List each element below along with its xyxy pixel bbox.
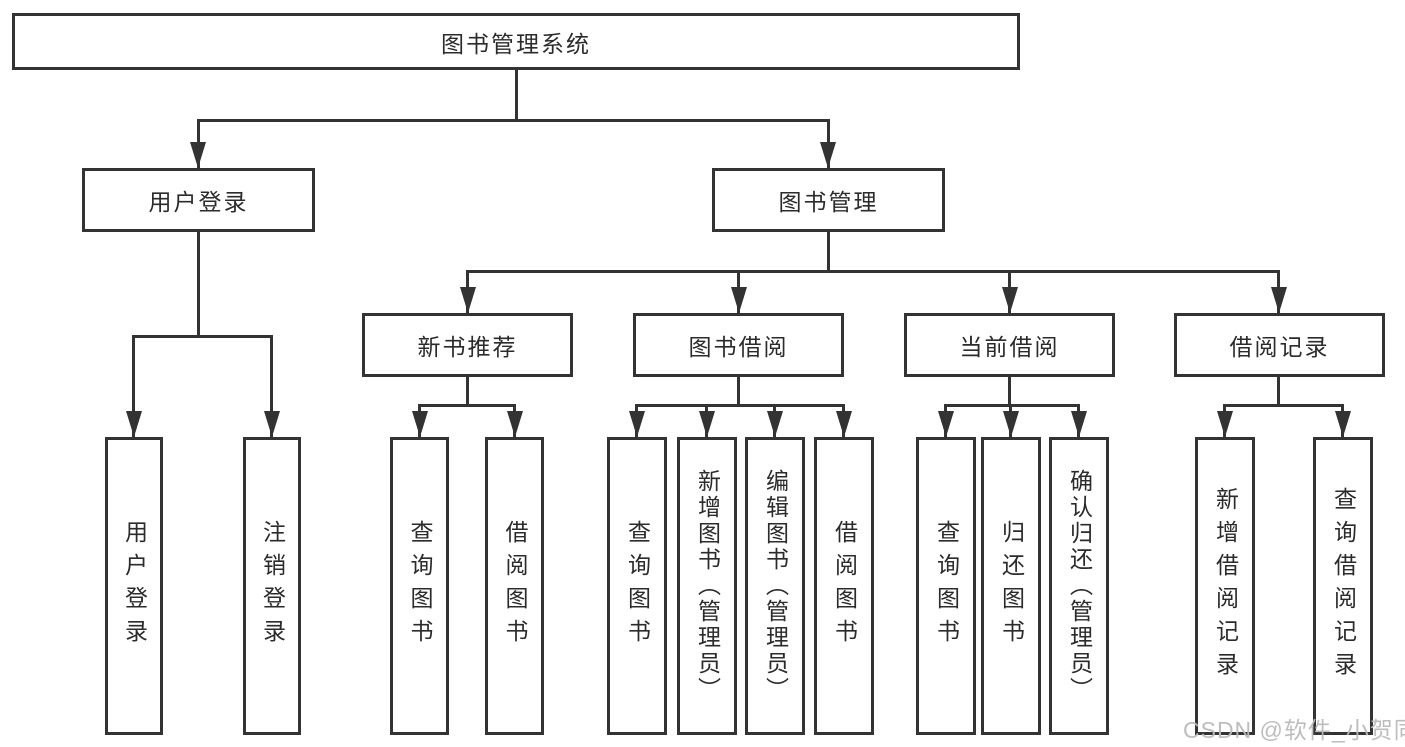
- node-new-book-recommend-label: 新书推荐: [417, 334, 518, 360]
- connector-new-book-stem: [466, 377, 469, 405]
- arrow-down-icon: [507, 411, 523, 437]
- arrow-down-icon: [126, 411, 142, 437]
- arrow-down-icon: [1271, 287, 1287, 313]
- connector-book-borrow-stem: [737, 377, 740, 405]
- connector-borrow-records-stem: [1277, 377, 1280, 405]
- node-leaf-query-borrow-record-label: 查询借阅记录: [1330, 487, 1357, 685]
- node-book-management: 图书管理: [712, 168, 945, 232]
- node-leaf-query-books-1: 查询图书: [390, 437, 449, 735]
- node-root: 图书管理系统: [12, 13, 1020, 70]
- connector-user-login-drop-1: [132, 335, 135, 437]
- connector-borrow-records-rail: [1223, 404, 1344, 407]
- node-leaf-user-login-label: 用户登录: [121, 520, 148, 652]
- node-leaf-logout-label: 注销登录: [259, 520, 286, 652]
- node-leaf-add-borrow-record: 新增借阅记录: [1195, 437, 1255, 735]
- connector-current-borrow-stem: [1008, 377, 1011, 405]
- node-leaf-add-books-admin-label: 新增图书（管理员）: [694, 469, 721, 703]
- connector-user-login-rail: [132, 335, 273, 338]
- node-new-book-recommend: 新书推荐: [362, 313, 573, 377]
- node-leaf-query-books-3: 查询图书: [916, 437, 976, 735]
- node-leaf-confirm-return-admin-label: 确认归还（管理员）: [1066, 469, 1093, 703]
- arrow-down-icon: [412, 411, 428, 437]
- csdn-watermark: CSDN @软件_小贺同学: [1183, 717, 1405, 743]
- node-book-borrow-label: 图书借阅: [688, 334, 789, 360]
- node-current-borrow-label: 当前借阅: [959, 334, 1060, 360]
- node-root-label: 图书管理系统: [441, 30, 591, 57]
- arrow-down-icon: [1335, 411, 1351, 437]
- node-leaf-edit-books-admin: 编辑图书（管理员）: [745, 437, 805, 735]
- node-leaf-borrow-books-1-label: 借阅图书: [502, 520, 528, 652]
- node-leaf-user-login: 用户登录: [105, 437, 163, 735]
- node-leaf-return-books: 归还图书: [981, 437, 1041, 735]
- arrow-down-icon: [767, 411, 783, 437]
- node-leaf-query-books-2: 查询图书: [607, 437, 667, 735]
- node-borrow-records-label: 借阅记录: [1229, 334, 1330, 360]
- node-leaf-add-books-admin: 新增图书（管理员）: [677, 437, 737, 735]
- connector-new-book-rail: [418, 404, 516, 407]
- arrow-down-icon: [190, 142, 206, 168]
- connector-current-borrow-rail: [944, 404, 1080, 407]
- node-user-login-label: 用户登录: [148, 189, 249, 215]
- arrow-down-icon: [1071, 411, 1087, 437]
- arrow-down-icon: [731, 287, 747, 313]
- connector-book-management-rail: [466, 270, 1280, 273]
- connector-root-rail: [197, 119, 830, 122]
- arrow-down-icon: [629, 411, 645, 437]
- node-borrow-records: 借阅记录: [1174, 313, 1385, 377]
- node-leaf-return-books-label: 归还图书: [998, 520, 1025, 652]
- node-leaf-query-borrow-record: 查询借阅记录: [1313, 437, 1373, 735]
- node-leaf-query-books-2-label: 查询图书: [624, 520, 651, 652]
- arrow-down-icon: [938, 411, 954, 437]
- arrow-down-icon: [1002, 287, 1018, 313]
- node-leaf-borrow-books-2: 借阅图书: [814, 437, 874, 735]
- arrow-down-icon: [1217, 411, 1233, 437]
- node-leaf-query-books-3-label: 查询图书: [933, 520, 960, 652]
- arrow-down-icon: [836, 411, 852, 437]
- node-leaf-logout: 注销登录: [243, 437, 301, 735]
- connector-user-login-drop-2: [270, 335, 273, 437]
- node-leaf-borrow-books-1: 借阅图书: [485, 437, 544, 735]
- node-leaf-borrow-books-2-label: 借阅图书: [831, 520, 858, 652]
- arrow-down-icon: [699, 411, 715, 437]
- node-leaf-query-books-1-label: 查询图书: [407, 520, 433, 652]
- arrow-down-icon: [264, 411, 280, 437]
- arrow-down-icon: [460, 287, 476, 313]
- node-leaf-confirm-return-admin: 确认归还（管理员）: [1049, 437, 1109, 735]
- connector-root-stem: [515, 70, 518, 120]
- node-book-management-label: 图书管理: [778, 189, 879, 215]
- node-leaf-edit-books-admin-label: 编辑图书（管理员）: [762, 469, 789, 703]
- node-leaf-add-borrow-record-label: 新增借阅记录: [1212, 487, 1239, 685]
- connector-book-management-stem: [827, 232, 830, 271]
- node-current-borrow: 当前借阅: [904, 313, 1115, 377]
- connector-user-login-stem: [197, 232, 200, 336]
- arrow-down-icon: [1003, 411, 1019, 437]
- node-book-borrow: 图书借阅: [633, 313, 844, 377]
- arrow-down-icon: [820, 142, 836, 168]
- node-user-login: 用户登录: [82, 168, 315, 232]
- connector-book-borrow-rail: [635, 404, 845, 407]
